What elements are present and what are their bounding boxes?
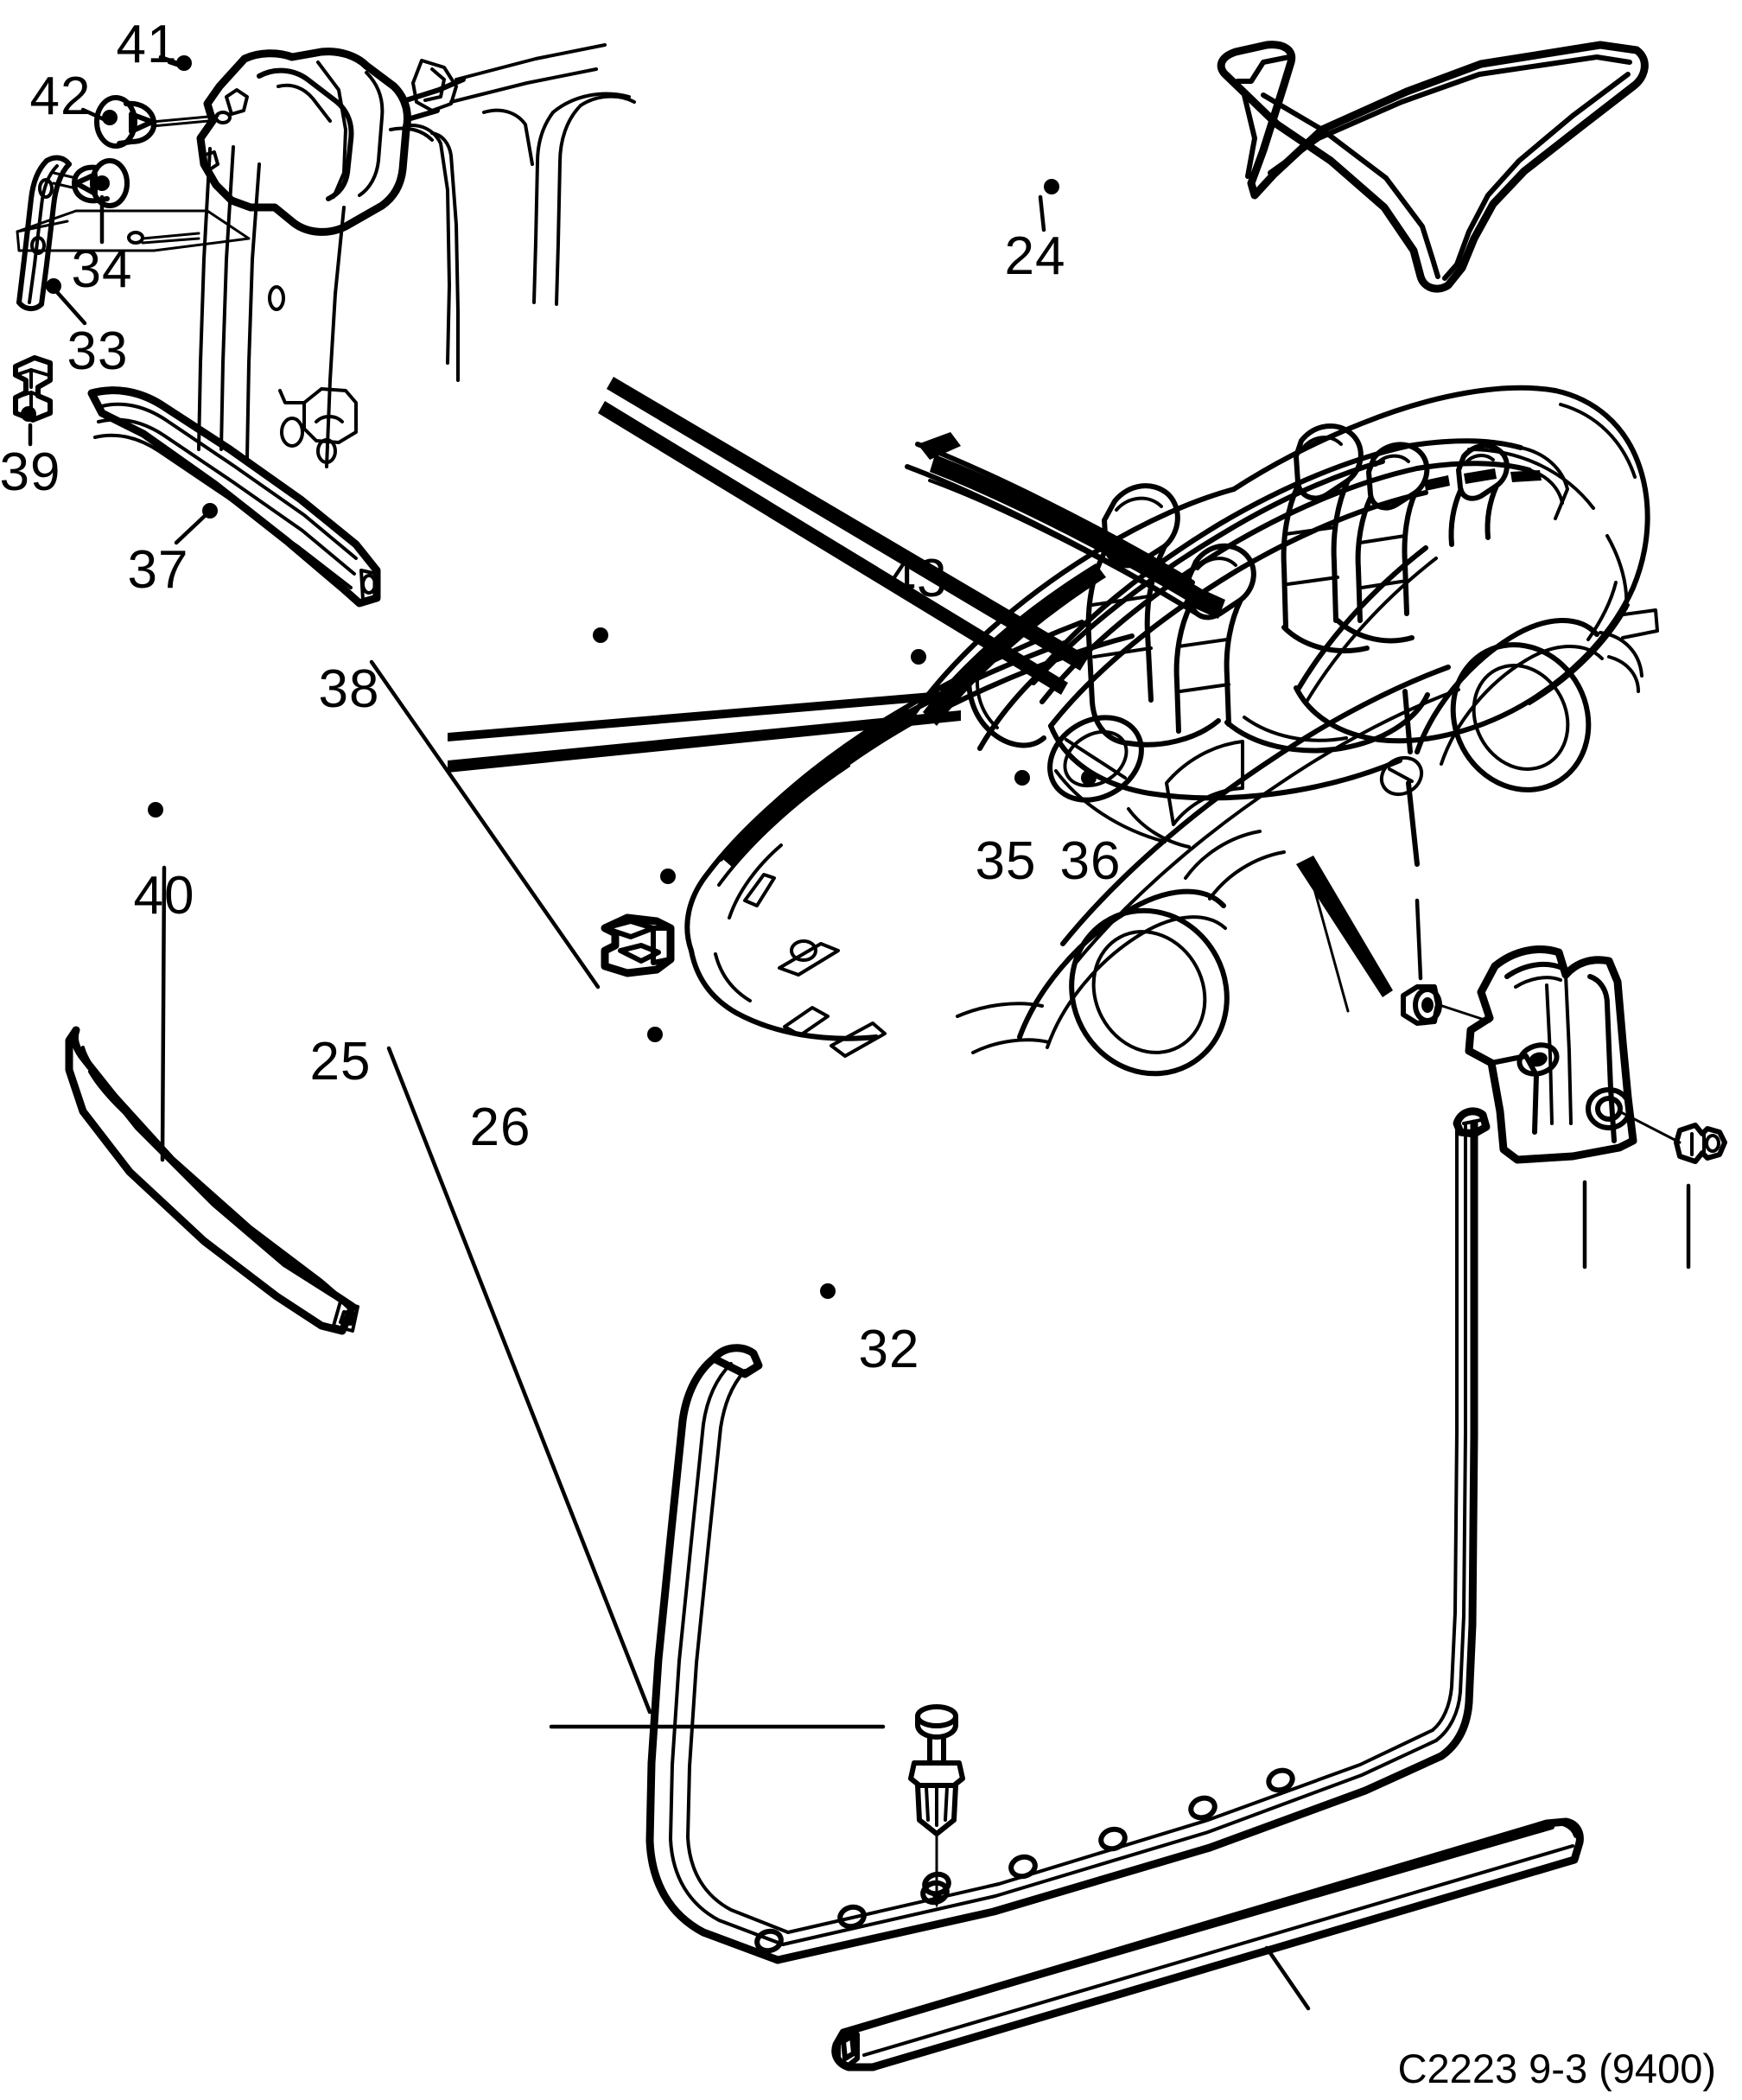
body-pillar-panel: [197, 43, 636, 468]
callout-35-label: 35: [976, 831, 1037, 891]
callout-33: 33: [46, 278, 129, 381]
callout-33-dot: [46, 278, 61, 294]
callout-43: 43: [887, 549, 1423, 981]
callout-40-leader: [160, 865, 167, 1162]
leader-43: [1296, 856, 1393, 997]
callout-35-dot: [1014, 770, 1030, 786]
callout-25-label: 25: [310, 1032, 372, 1091]
callout-43-leader: [1415, 898, 1423, 981]
callout-41: 41: [117, 15, 192, 74]
callout-32: 32: [820, 1283, 1311, 2011]
callout-26-dot: [660, 869, 676, 884]
callout-24-label: 24: [1005, 226, 1066, 286]
callout-39-label: 39: [0, 442, 60, 502]
callout-39: 39: [0, 406, 60, 502]
part-40-header-weatherstrip-rear: [65, 1026, 359, 1335]
callout-37: 37: [128, 503, 218, 600]
callout-42-leader: [80, 107, 106, 122]
part-36-screw: [1618, 1110, 1727, 1164]
callout-40-dot: [148, 802, 163, 818]
callout-42-dot: [102, 110, 118, 125]
callout-38-label: 38: [319, 659, 380, 719]
part-43-nut: [1401, 984, 1491, 1026]
callout-43-dot: [911, 649, 926, 665]
callout-32-label: 32: [859, 1320, 920, 1379]
callout-42-label: 42: [30, 67, 92, 126]
part-35-corner-bracket: [1465, 945, 1637, 1164]
callout-26-label: 26: [470, 1098, 531, 1157]
callout-37-leader: [174, 512, 208, 545]
callout-42: 42: [30, 67, 118, 126]
callout-26: 26: [470, 869, 886, 1729]
callout-39-dot: [21, 406, 36, 422]
callout-25: 25: [310, 1027, 663, 1715]
part-26-push-retainer: [908, 1704, 965, 1908]
callout-41-dot: [176, 55, 192, 71]
part-25-main-weatherstrip: [645, 1107, 1491, 1964]
callout-32-leader: [1264, 1945, 1311, 2011]
callout-37-label: 37: [128, 540, 189, 600]
vehicle-illustration: [448, 377, 1659, 1077]
part-41-pillar-trim: [196, 48, 466, 236]
part-24-roof-bow-seal: [1217, 41, 1649, 293]
figure-caption: C2223 9-3 (9400): [1398, 2046, 1716, 2091]
callout-36-dot: [1081, 770, 1097, 786]
part-37-header-weatherstrip-front: [87, 386, 381, 608]
callout-34-dot: [94, 175, 110, 191]
part-38-clip: [601, 913, 675, 977]
callout-40: 40: [134, 802, 194, 1162]
callout-33-leader: [54, 290, 87, 326]
callout-33-label: 33: [67, 321, 129, 381]
callout-24: 24: [1005, 179, 1066, 286]
callout-36-label: 36: [1060, 831, 1122, 891]
callout-41-label: 41: [117, 15, 178, 74]
callout-38: 38: [319, 627, 608, 990]
callout-36: 36: [1060, 770, 1691, 1270]
callout-24-leader: [1038, 194, 1046, 232]
callout-38-leader: [369, 659, 601, 990]
callout-25-dot: [647, 1027, 663, 1042]
callout-24-dot: [1044, 179, 1059, 194]
callout-37-dot: [202, 503, 218, 519]
part-32-sill-moulding: [831, 1817, 1584, 2071]
callout-34-label: 34: [72, 239, 133, 299]
leader-43b: [1305, 859, 1350, 1013]
callout-38-dot: [593, 627, 608, 643]
part-33-pillar-seal-strip: [16, 155, 72, 311]
callout-32-dot: [820, 1283, 836, 1299]
callout-35: 35: [976, 770, 1587, 1270]
part-42-grommet-plug: [94, 95, 232, 149]
callout-25-leader: [386, 1046, 652, 1715]
callout-34: 34: [72, 175, 133, 299]
callout-43-label: 43: [887, 549, 948, 608]
